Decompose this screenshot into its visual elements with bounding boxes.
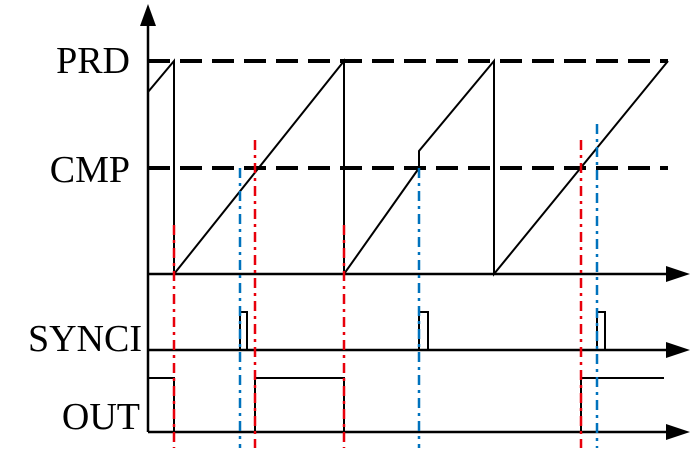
- synci-waveform: [148, 311, 668, 351]
- out-label: OUT: [62, 396, 140, 438]
- prd-label: PRD: [56, 40, 130, 82]
- cmp-label: CMP: [50, 149, 130, 191]
- synci-label: SYNCI: [28, 318, 142, 360]
- compare-event-markers: [172, 140, 583, 448]
- counter-time-axis: [148, 266, 690, 282]
- vertical-axis: [140, 4, 156, 432]
- counter-waveform: [147, 58, 669, 278]
- sync-event-markers: [238, 124, 599, 448]
- out-waveform: [148, 377, 664, 433]
